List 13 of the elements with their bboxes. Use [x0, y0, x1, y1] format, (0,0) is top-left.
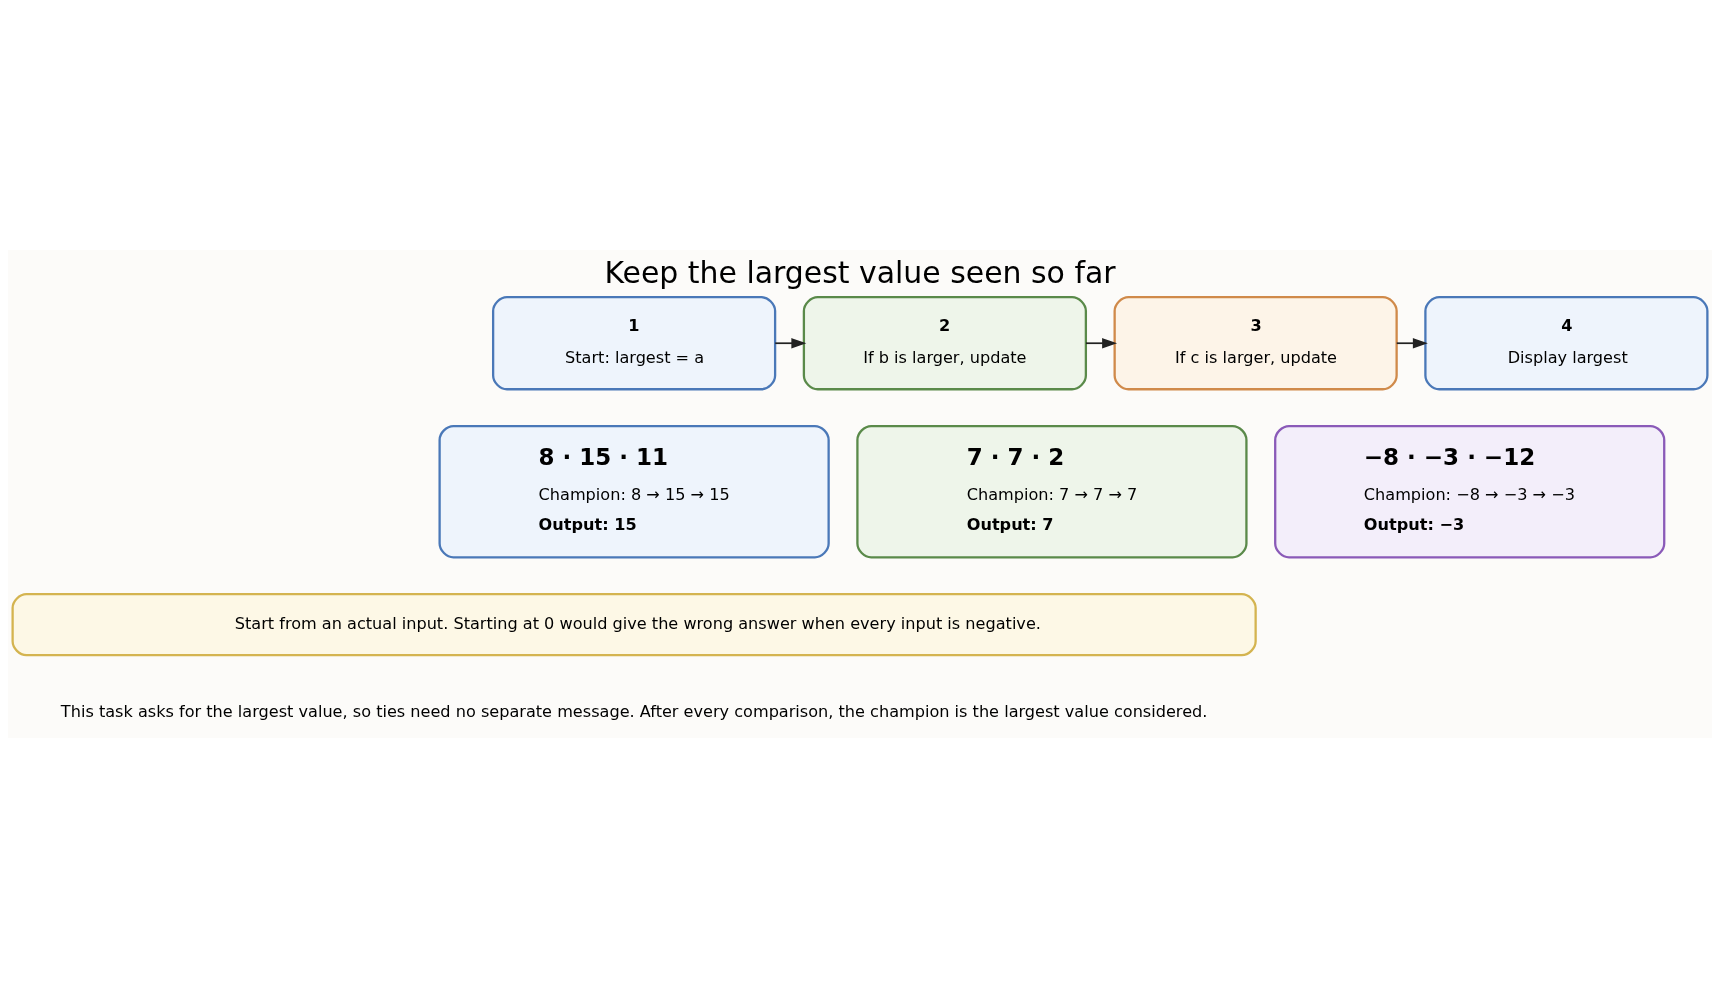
- node-box: 8 · 15 · 11 Champion: 8 → 15 → 15 Output: 15: [438, 424, 830, 558]
- node-box: −8 · −3 · −12 Champion: −8 → −3 → −3 Output: −3: [1274, 424, 1666, 558]
- node-box: 4 Display largest: [1424, 295, 1709, 390]
- diagram-title: Keep the largest value seen so far: [604, 254, 1116, 290]
- arrow: [1085, 337, 1118, 348]
- node-box: Start from an actual input. Starting at 0 would give the wrong answer when every input is negative.: [11, 592, 1257, 656]
- arrow: [1395, 337, 1428, 348]
- arrow: [774, 337, 807, 348]
- node-box: 1 Start: largest = a: [492, 295, 777, 390]
- node-box: 2 If b is larger, update: [802, 295, 1087, 390]
- node-box: 3 If c is larger, update: [1113, 295, 1398, 390]
- node-box: 7 · 7 · 2 Champion: 7 → 7 → 7 Output: 7: [856, 424, 1248, 558]
- caption: This task asks for the largest value, so ties need no separate message. After every comparison, the champion is the largest value considered.: [60, 701, 1208, 721]
